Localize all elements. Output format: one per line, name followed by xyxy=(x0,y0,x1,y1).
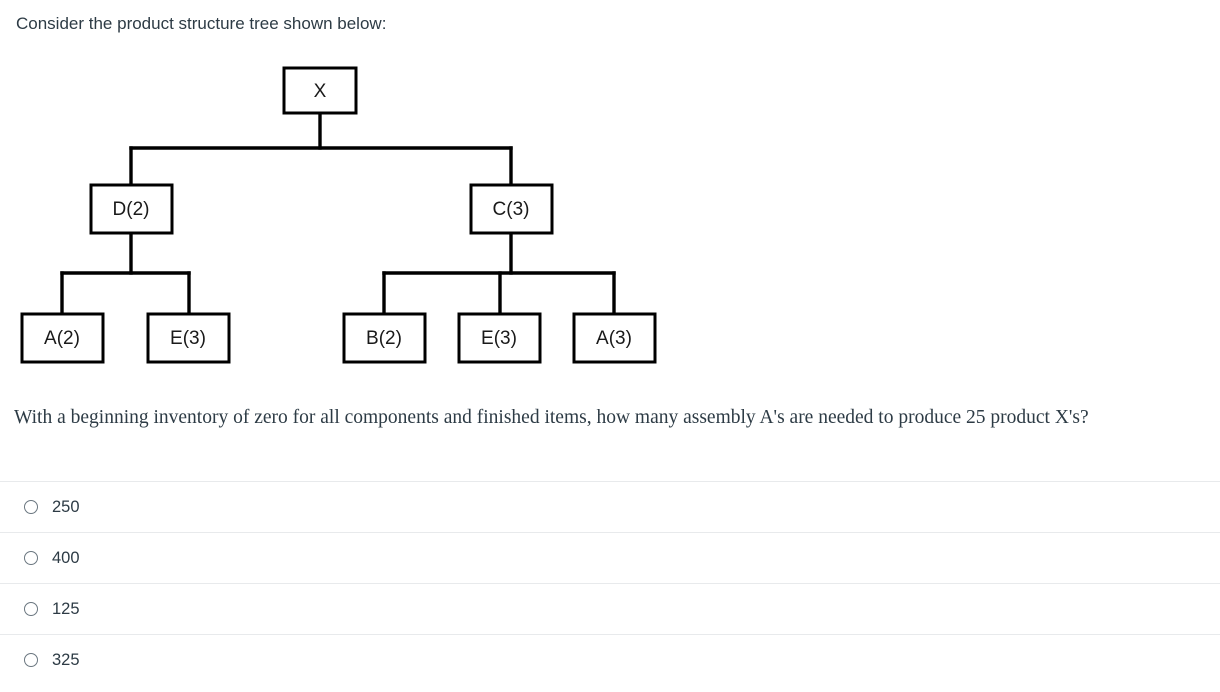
node-label-a3: A(3) xyxy=(596,328,632,349)
answer-option-row[interactable]: 250 xyxy=(0,481,1220,532)
tree-node-d: D(2) xyxy=(89,183,174,235)
tree-connectors xyxy=(60,111,616,316)
node-box-e3-left xyxy=(146,312,231,364)
tree-node-a2: A(2) xyxy=(20,312,105,364)
answer-option-row[interactable]: 400 xyxy=(0,532,1220,583)
node-label-c: C(3) xyxy=(493,199,530,220)
answer-option-label: 325 xyxy=(52,650,80,669)
node-box-e3-right xyxy=(457,312,542,364)
tree-node-x: X xyxy=(282,66,358,115)
page-intro-text: Consider the product structure tree show… xyxy=(16,14,387,33)
node-box-x xyxy=(282,66,358,115)
node-label-e3-left: E(3) xyxy=(170,328,206,349)
tree-node-b2: B(2) xyxy=(342,312,427,364)
question-text: With a beginning inventory of zero for a… xyxy=(14,407,1089,428)
node-label-x: X xyxy=(314,81,327,102)
node-label-a2: A(2) xyxy=(44,328,80,349)
tree-node-c: C(3) xyxy=(469,183,554,235)
radio-button-icon[interactable] xyxy=(24,500,38,514)
radio-button-icon[interactable] xyxy=(24,602,38,616)
answer-option-row[interactable]: 325 xyxy=(0,634,1220,685)
product-structure-tree: X D(2) C(3) A(2) E(3) B(2) E(3) xyxy=(0,55,700,375)
answer-option-row[interactable]: 125 xyxy=(0,583,1220,634)
tree-node-e3-left: E(3) xyxy=(146,312,231,364)
tree-node-a3: A(3) xyxy=(572,312,657,364)
answer-option-label: 250 xyxy=(52,497,80,516)
node-box-a2 xyxy=(20,312,105,364)
node-box-c xyxy=(469,183,554,235)
tree-diagram-svg: X D(2) C(3) A(2) E(3) B(2) E(3) xyxy=(20,66,657,364)
tree-node-e3-right: E(3) xyxy=(457,312,542,364)
node-label-d: D(2) xyxy=(113,199,150,220)
node-box-b2 xyxy=(342,312,427,364)
radio-button-icon[interactable] xyxy=(24,653,38,667)
node-box-a3 xyxy=(572,312,657,364)
radio-button-icon[interactable] xyxy=(24,551,38,565)
answer-option-label: 125 xyxy=(52,599,80,618)
node-label-e3-right: E(3) xyxy=(481,328,517,349)
node-label-b2: B(2) xyxy=(366,328,402,349)
answer-option-label: 400 xyxy=(52,548,80,567)
node-box-d xyxy=(89,183,174,235)
answer-options-list: 250 400 125 325 xyxy=(0,481,1220,685)
